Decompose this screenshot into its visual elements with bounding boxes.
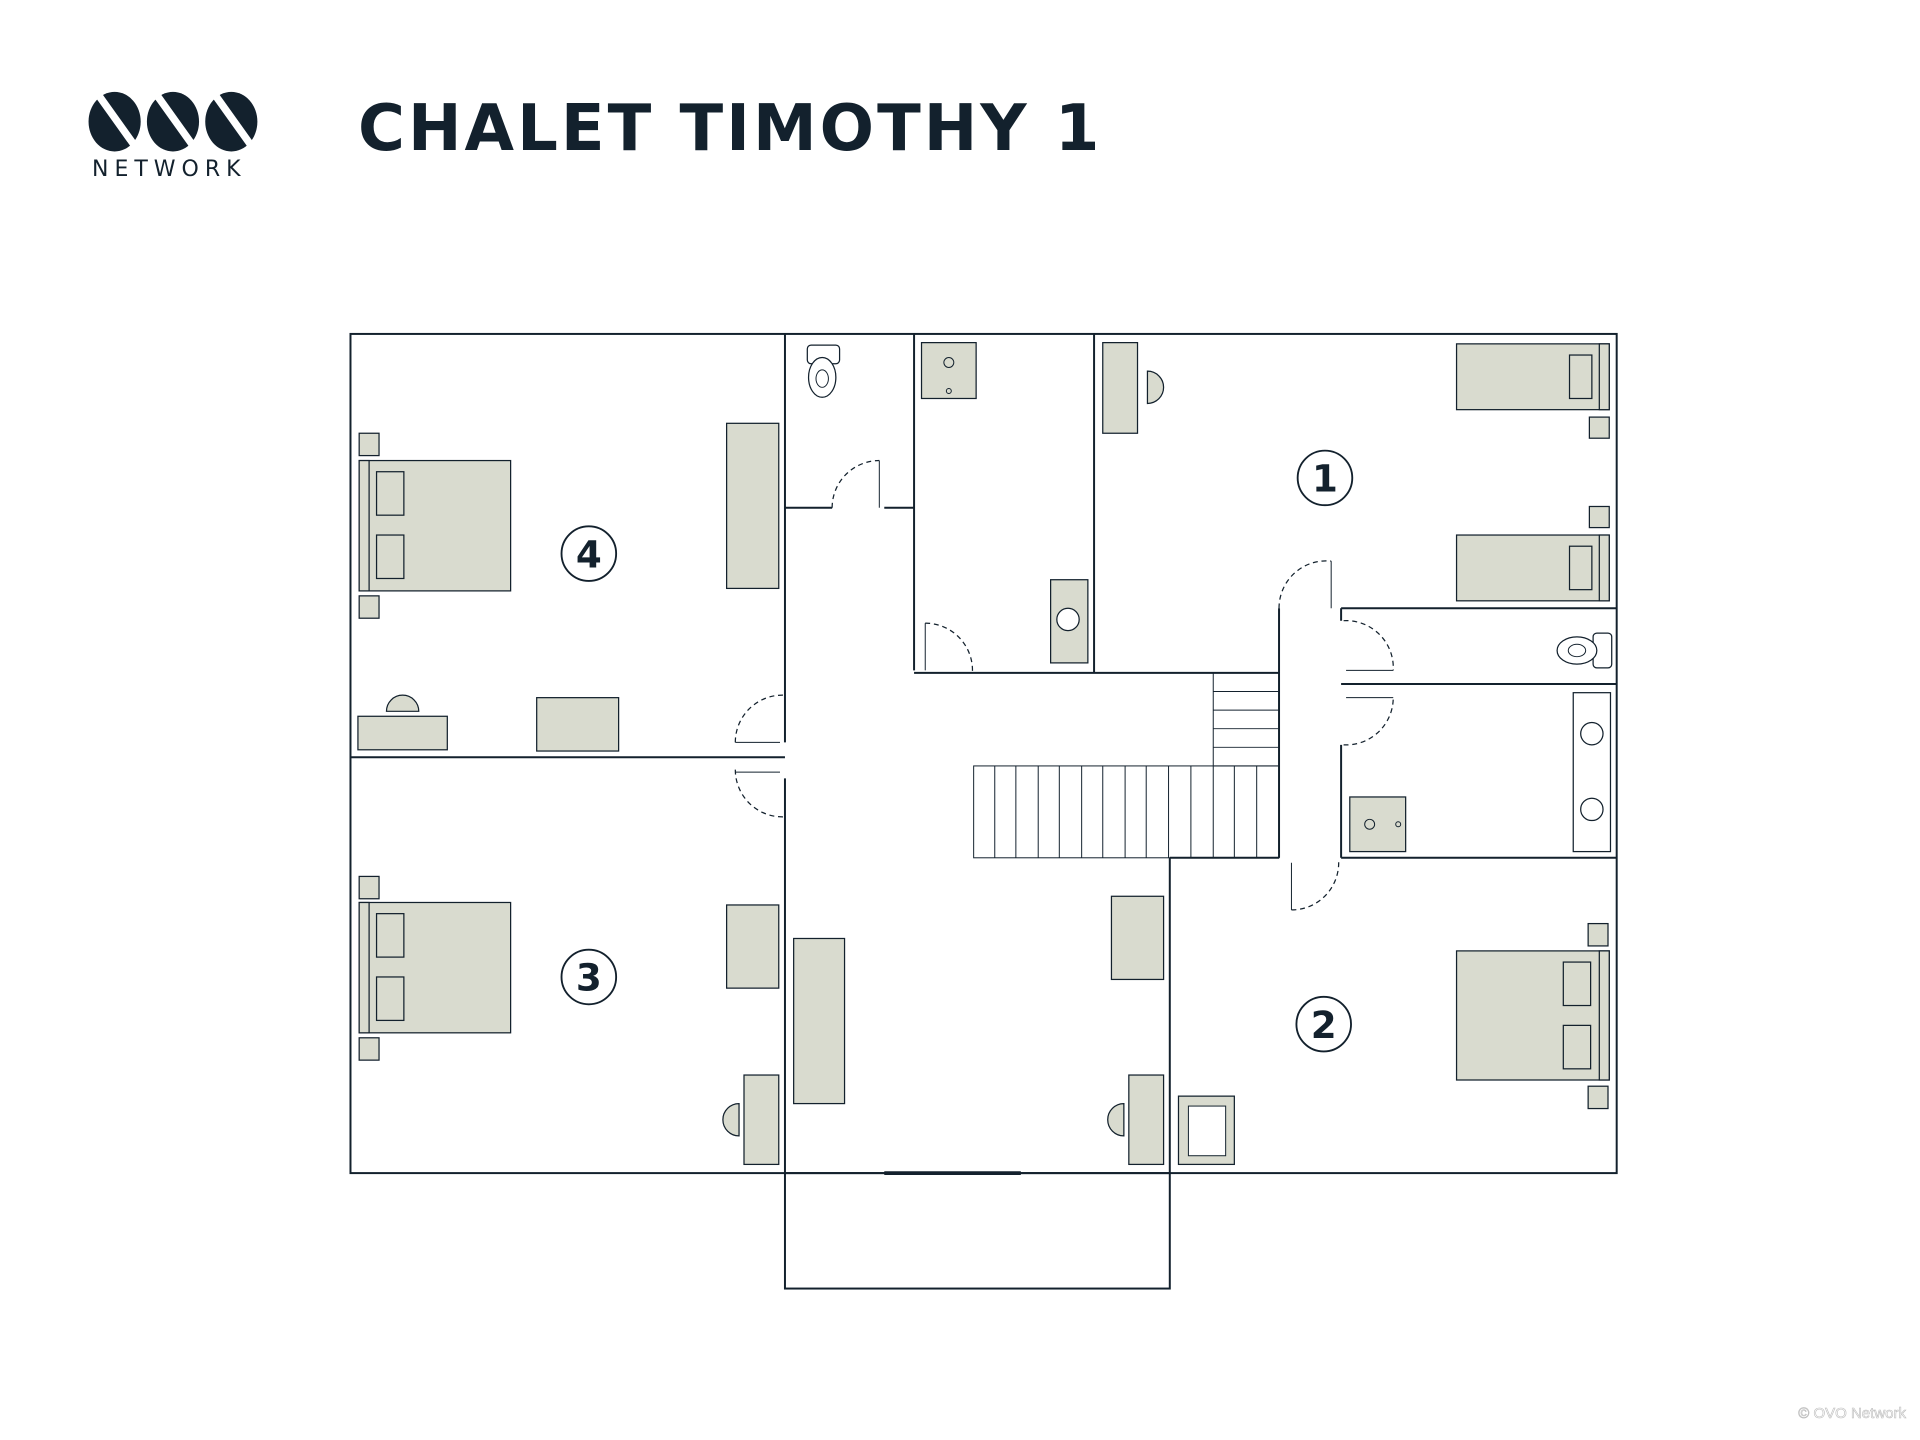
copyright: © OVO Network — [1798, 1405, 1906, 1423]
interior-walls — [350, 333, 1617, 1175]
room-4-label: 4 — [560, 525, 618, 582]
room-1-label: 1 — [1296, 449, 1354, 507]
balcony — [783, 1172, 1171, 1290]
outer-wall — [349, 332, 1618, 1175]
svg-text:1: 1 — [1312, 457, 1338, 501]
page-title: CHALET TIMOTHY 1 — [358, 92, 1103, 166]
logo-text: NETWORK — [92, 157, 247, 182]
svg-text:4: 4 — [576, 532, 602, 576]
svg-text:2: 2 — [1311, 1003, 1337, 1047]
doors — [734, 459, 1394, 911]
room-2-label: 2 — [1295, 995, 1352, 1053]
room-3-label: 3 — [560, 948, 618, 1006]
svg-text:3: 3 — [576, 956, 602, 1000]
ovo-logo-icon — [88, 91, 258, 152]
furniture — [357, 342, 1613, 1166]
staircase — [973, 672, 1280, 859]
